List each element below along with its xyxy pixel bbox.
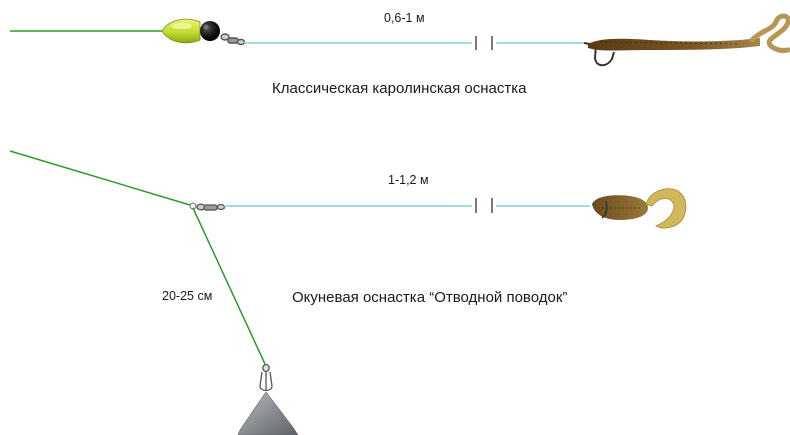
carolina-rig: 0,6-1 м Классическая каролинская оснастк… — [10, 11, 790, 97]
sinker-branch-line — [192, 207, 266, 365]
offset-hook — [583, 42, 615, 67]
dropshot-rig-caption: Окуневая оснастка “Отводной поводок” — [292, 289, 567, 306]
swivel — [220, 33, 246, 46]
carolina-leader-length-label: 0,6-1 м — [384, 11, 425, 25]
carolina-rig-caption: Классическая каролинская оснастка — [272, 80, 527, 97]
dropshot-leader-length-label: 1-1,2 м — [388, 173, 429, 187]
sinker-weight — [237, 391, 299, 435]
soft-worm-lure — [588, 13, 790, 53]
snap — [259, 363, 273, 392]
swivel — [196, 203, 226, 211]
bullet-weight — [161, 18, 201, 44]
twister-lure — [592, 188, 687, 229]
glass-bead — [200, 21, 220, 41]
branch-length-label: 20-25 см — [162, 289, 212, 303]
dropshot-rig: 1-1,2 м 20-25 см Окуневая оснастка “Отво… — [9, 150, 687, 435]
main-line — [9, 150, 191, 206]
